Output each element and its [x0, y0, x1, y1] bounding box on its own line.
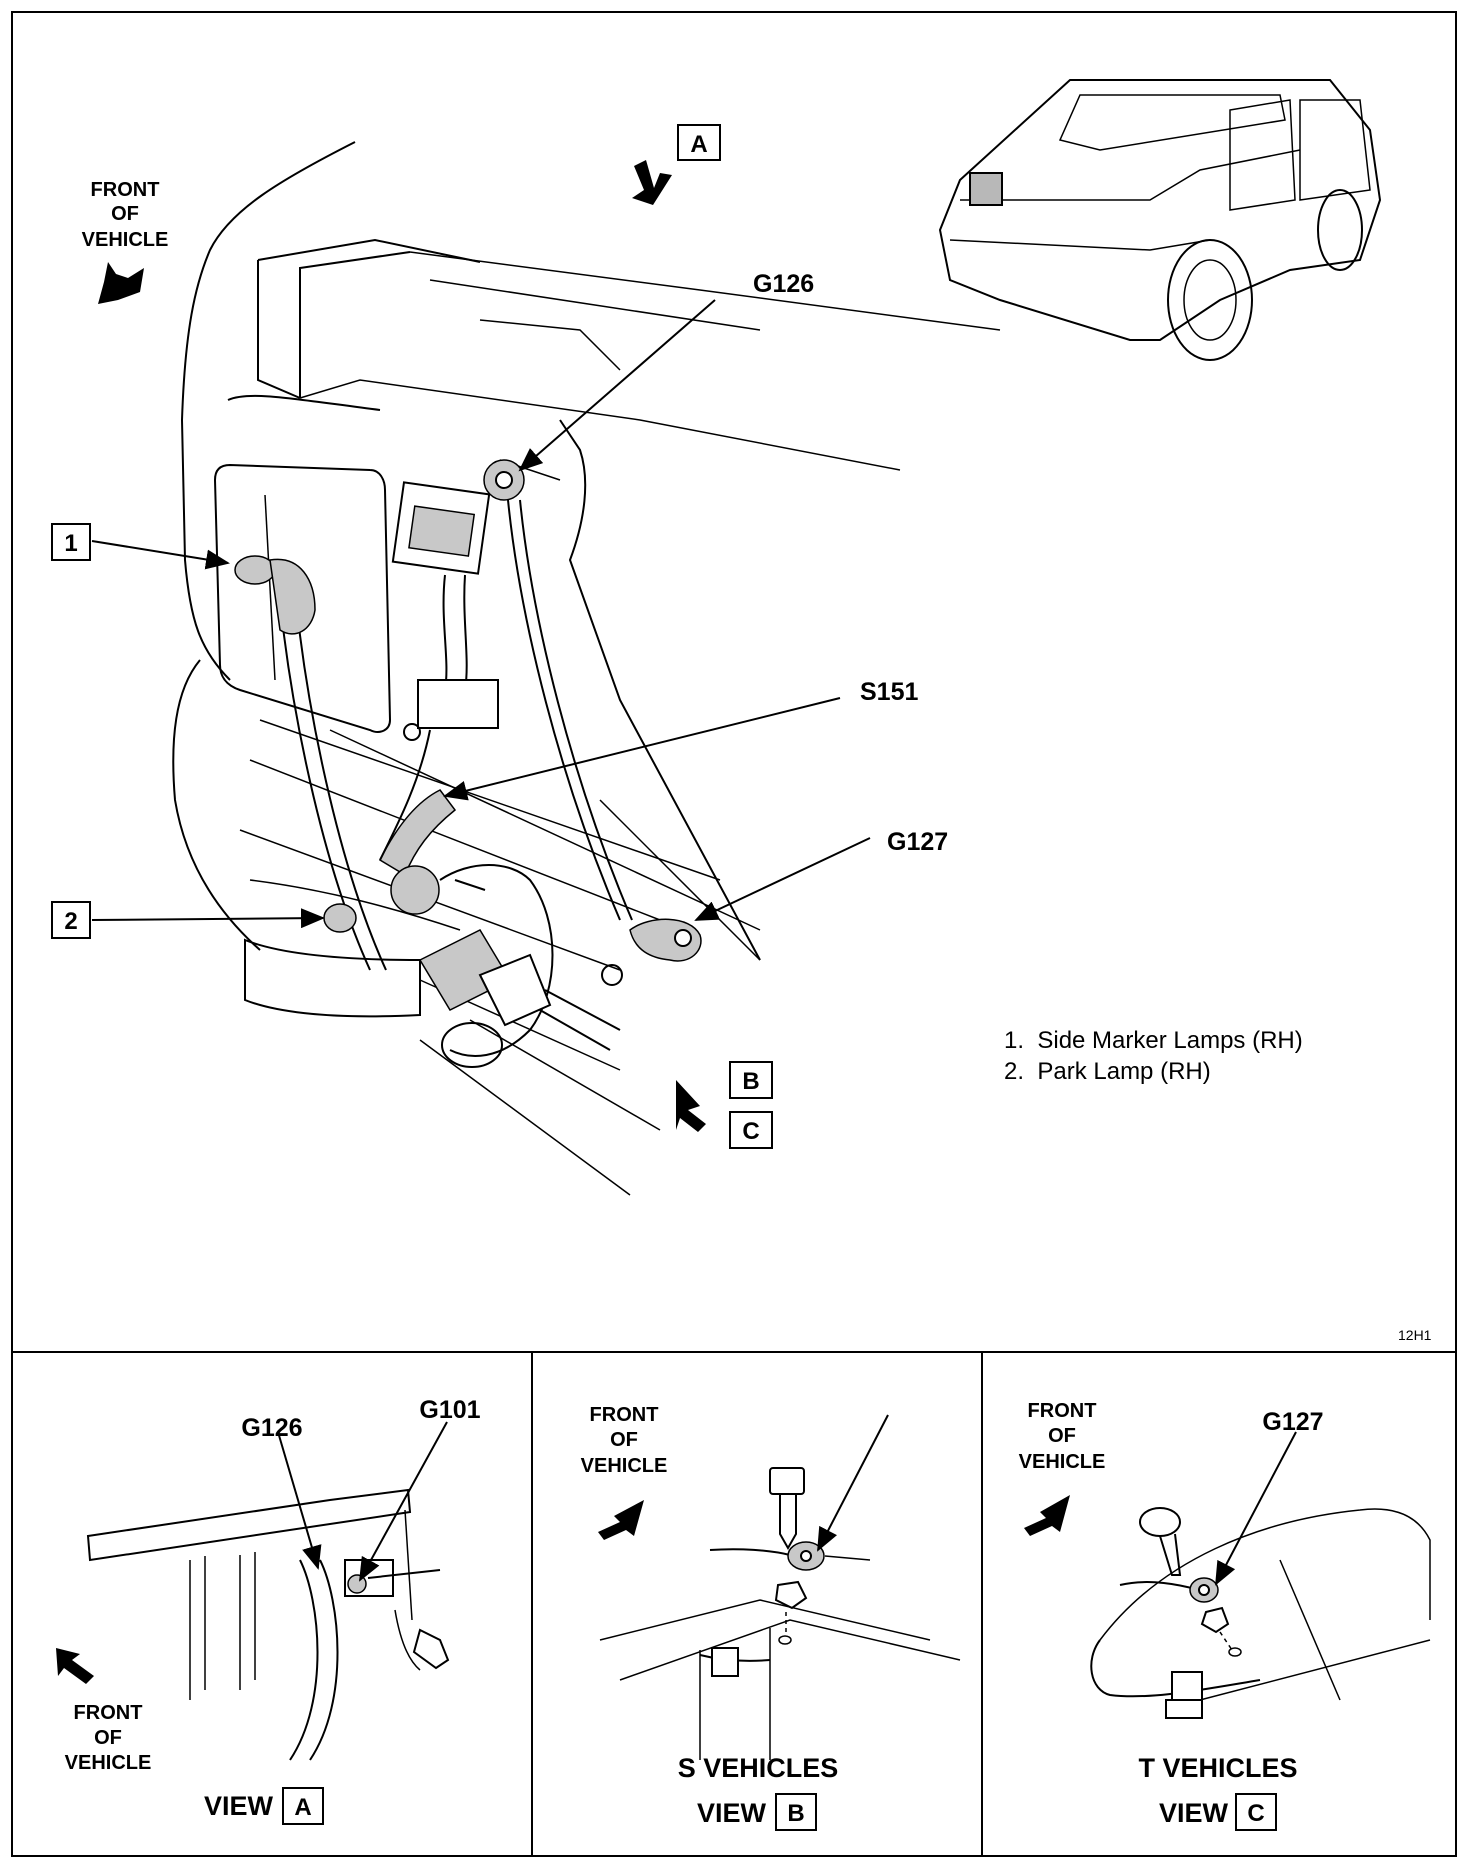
view-b-leader — [817, 1414, 889, 1552]
legend-item-2: 2. Park Lamp (RH) — [1004, 1058, 1211, 1085]
view-a-g126-label: G126 — [241, 1414, 302, 1442]
view-bc-arrow-icon — [676, 1080, 706, 1132]
svg-text:OF: OF — [1048, 1425, 1076, 1447]
item1-leader — [91, 540, 230, 570]
svg-text:C: C — [742, 1118, 759, 1145]
item-1-marker: 1 — [51, 523, 91, 561]
view-c-caption: VIEW C — [1159, 1793, 1277, 1831]
svg-text:A: A — [690, 131, 707, 158]
item-2-marker: 2 — [51, 901, 91, 939]
legend-item-1: 1. Side Marker Lamps (RH) — [1004, 1027, 1303, 1054]
view-marker-b: B — [729, 1061, 773, 1099]
s151-leader — [443, 697, 841, 801]
view-b-heading: S VEHICLES — [678, 1753, 839, 1783]
g126-label: G126 — [753, 270, 814, 298]
svg-text:VEHICLE: VEHICLE — [581, 1455, 668, 1477]
view-c-illustration — [1090, 1507, 1431, 1719]
svg-text:FRONT: FRONT — [1028, 1400, 1097, 1422]
svg-text:VEHICLE: VEHICLE — [65, 1752, 152, 1774]
svg-text:A: A — [294, 1794, 311, 1821]
svg-text:OF: OF — [610, 1429, 638, 1451]
svg-text:VIEW: VIEW — [1159, 1798, 1229, 1828]
view-c-front-of-vehicle: FRONT OF VEHICLE — [1019, 1400, 1106, 1473]
svg-text:1: 1 — [64, 530, 77, 557]
svg-text:OF: OF — [94, 1727, 122, 1749]
view-c-front-arrow-icon — [1024, 1495, 1070, 1536]
svg-text:VEHICLE: VEHICLE — [82, 229, 169, 251]
g126-leader — [518, 299, 716, 472]
g127-label: G127 — [887, 828, 948, 856]
svg-text:C: C — [1247, 1800, 1264, 1827]
svg-text:FRONT: FRONT — [91, 179, 160, 201]
svg-text:B: B — [742, 1068, 759, 1095]
view-a-illustration — [86, 1488, 450, 1761]
svg-text:B: B — [787, 1800, 804, 1827]
item2-leader — [91, 908, 325, 929]
view-a-arrow-icon — [632, 160, 672, 205]
view-a-caption: VIEW A — [204, 1787, 324, 1825]
svg-text:2: 2 — [64, 908, 77, 935]
svg-text:VEHICLE: VEHICLE — [1019, 1451, 1106, 1473]
view-a-g126-leader — [277, 1431, 322, 1570]
svg-text:VIEW: VIEW — [204, 1791, 274, 1821]
view-c-g127-label: G127 — [1262, 1408, 1323, 1436]
g127-leader — [694, 837, 871, 921]
view-marker-a: A — [677, 124, 721, 161]
view-a-front-of-vehicle: FRONT OF VEHICLE — [65, 1702, 152, 1774]
view-a-front-arrow-icon — [56, 1648, 94, 1684]
svg-text:OF: OF — [111, 203, 139, 225]
front-of-vehicle-label: FRONT OF VEHICLE — [82, 179, 169, 251]
view-a-g101-leader — [359, 1421, 448, 1582]
view-c-heading: T VEHICLES — [1138, 1753, 1297, 1783]
view-a-g101-label: G101 — [419, 1396, 480, 1424]
view-c-leader — [1215, 1431, 1297, 1586]
view-b-front-of-vehicle: FRONT OF VEHICLE — [581, 1404, 668, 1477]
view-b-front-arrow-icon — [598, 1500, 644, 1540]
view-b-caption: VIEW B — [697, 1793, 817, 1831]
view-b-illustration — [599, 1467, 961, 1760]
s151-label: S151 — [860, 678, 918, 706]
svg-text:VIEW: VIEW — [697, 1798, 767, 1828]
front-arrow-icon — [98, 262, 144, 304]
main-illustration — [172, 141, 1001, 1196]
svg-text:FRONT: FRONT — [74, 1702, 143, 1724]
svg-text:FRONT: FRONT — [590, 1404, 659, 1426]
vehicle-inset — [938, 79, 1382, 361]
figure-code: 12H1 — [1398, 1327, 1432, 1343]
outer-frame — [11, 11, 1457, 1857]
legend: 1. Side Marker Lamps (RH) 2. Park Lamp (… — [1004, 1027, 1303, 1085]
view-marker-c: C — [729, 1111, 773, 1149]
